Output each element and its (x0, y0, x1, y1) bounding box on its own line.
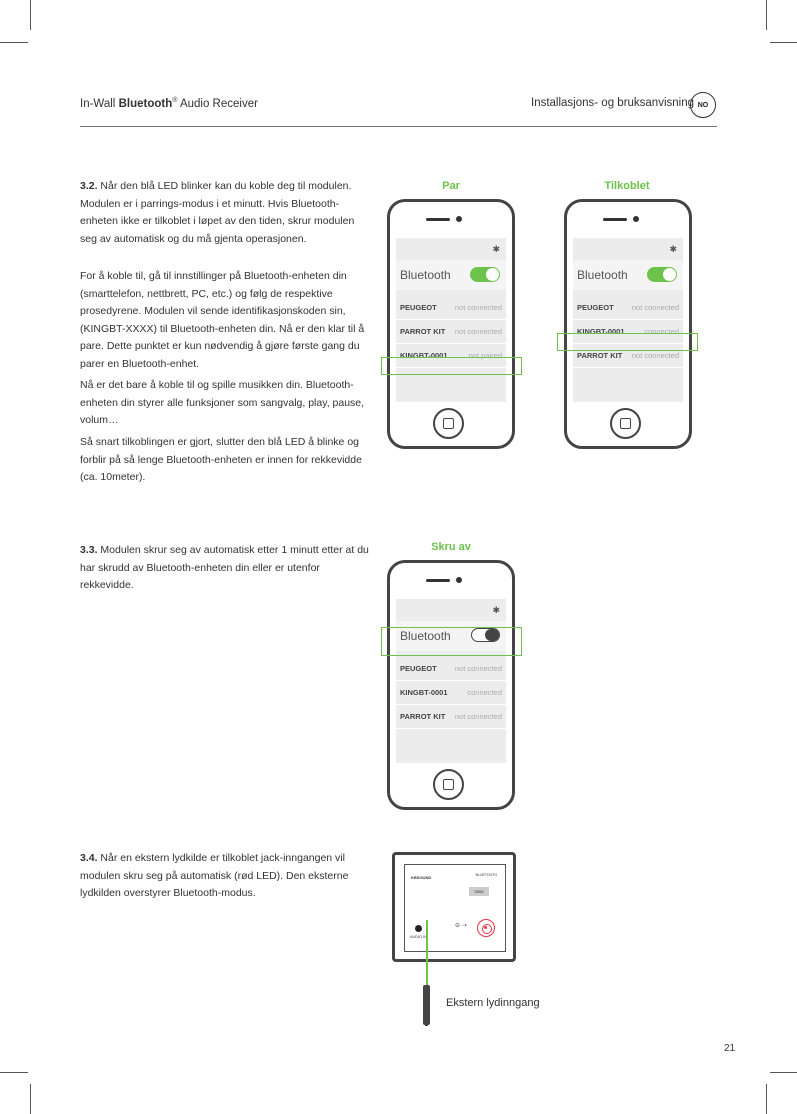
bluetooth-toggle-on (470, 267, 500, 282)
speaker-icon (426, 218, 450, 221)
device-row: PEUGEOT not connected (396, 657, 506, 681)
bluetooth-label: Bluetooth (577, 268, 628, 282)
device-row: PARROT KIT not connected (396, 320, 506, 344)
phone-label-tilkoblet: Tilkoblet (604, 180, 650, 192)
phone-screen: ✱ Bluetooth PEUGEOT not connected PARROT … (396, 238, 506, 402)
section-3-2-pairing: For å koble til, gå til innstillinger på… (80, 270, 365, 370)
external-input-label: Ekstern lydinngang (446, 997, 540, 1009)
device-status: not connected (454, 327, 502, 336)
device-row: KINGBT-0001 connected (573, 320, 683, 344)
device-status: not paired (468, 351, 502, 360)
device-status: not connected (454, 712, 502, 721)
crop-mark (770, 42, 797, 43)
highlight-box (381, 357, 522, 375)
device-status: not connected (631, 303, 679, 312)
device-row: KINGBT-0001 not paired (396, 344, 506, 368)
bluetooth-icon: ✱ (669, 244, 677, 254)
document-header-subtitle: Installasjons- og bruksanvisning (531, 97, 695, 109)
device-name: PARROT KIT (400, 712, 446, 721)
bluetooth-toggle-on (647, 267, 677, 282)
receiver-faceplate: KBSOUND BLUETOOTH 2003 AUDIO IN ⊝ ⇢ (404, 864, 506, 952)
camera-icon (633, 216, 639, 222)
cable-highlight-line (426, 920, 428, 990)
section-3-2-connected: Så snart tilkoblingen er gjort, slutter … (80, 436, 362, 484)
device-name: PARROT KIT (577, 351, 623, 360)
device-row: PARROT KIT not connected (396, 705, 506, 729)
bluetooth-label: Bluetooth (400, 629, 451, 643)
phone-label-skru-av: Skru av (431, 541, 471, 553)
device-name: KINGBT-0001 (577, 327, 625, 336)
speaker-icon (603, 218, 627, 221)
receiver-model: 2003 (469, 887, 489, 896)
jack-plug-tip (425, 1020, 428, 1026)
device-row: KINGBT-0001 connected (396, 681, 506, 705)
device-status: connected (644, 327, 679, 336)
phone-screen: ✱ Bluetooth PEUGEOT not connected KINGBT-… (573, 238, 683, 402)
device-name: KINGBT-0001 (400, 351, 448, 360)
bluetooth-icon: ✱ (492, 605, 500, 615)
highlight-box (557, 333, 698, 351)
phone-label-par: Par (442, 180, 460, 192)
bluetooth-setting-row: Bluetooth (396, 260, 506, 290)
device-name: PEUGEOT (400, 664, 437, 673)
section-3-2-play: Nå er det bare å koble til og spille mus… (80, 379, 365, 427)
home-button-icon (433, 769, 464, 800)
crop-mark (766, 0, 767, 30)
section-3-2-intro: 3.2. Når den blå LED blinker kan du kobl… (80, 180, 355, 245)
receiver-brand: KBSOUND (411, 875, 432, 880)
device-row: PEUGEOT not connected (396, 296, 506, 320)
phone-skru-av: ✱ Bluetooth PEUGEOT not connected KINGBT-… (387, 560, 515, 810)
header-divider (80, 126, 717, 127)
receiver-pair-label: BLUETOOTH (475, 873, 497, 877)
device-name: KINGBT-0001 (400, 688, 448, 697)
audio-in-label: AUDIO IN (410, 935, 427, 939)
phone-tilkoblet: ✱ Bluetooth PEUGEOT not connected KINGBT-… (564, 199, 692, 449)
bluetooth-setting-row: Bluetooth (396, 621, 506, 651)
led-indicator-icon (477, 919, 495, 937)
document-header-title: In-Wall Bluetooth® Audio Receiver (80, 97, 258, 110)
speaker-icon (426, 579, 450, 582)
crop-mark (0, 1072, 28, 1073)
audio-jack-icon (415, 925, 422, 932)
jack-plug-icon (423, 985, 430, 1025)
led-dot (484, 926, 487, 929)
device-status: not connected (454, 664, 502, 673)
section-3-4-text: 3.4. Når en ekstern lydkilde er tilkoble… (80, 852, 349, 900)
device-row: PARROT KIT not connected (573, 344, 683, 368)
bluetooth-label: Bluetooth (400, 268, 451, 282)
crop-mark (766, 1084, 767, 1114)
camera-icon (456, 216, 462, 222)
home-button-icon (610, 408, 641, 439)
crop-mark (30, 0, 31, 30)
device-status: not connected (454, 303, 502, 312)
phone-par: ✱ Bluetooth PEUGEOT not connected PARROT … (387, 199, 515, 449)
device-name: PEUGEOT (577, 303, 614, 312)
crop-mark (30, 1084, 31, 1114)
highlight-box (381, 627, 522, 656)
section-3-3-text: 3.3. Modulen skrur seg av automatisk ett… (80, 544, 369, 592)
device-status: not connected (631, 351, 679, 360)
bluetooth-toggle-off (471, 628, 500, 642)
device-status: connected (467, 688, 502, 697)
bluetooth-icon: ✱ (492, 244, 500, 254)
device-name: PARROT KIT (400, 327, 446, 336)
home-button-icon (433, 408, 464, 439)
crop-mark (770, 1072, 797, 1073)
device-name: PEUGEOT (400, 303, 437, 312)
bluetooth-setting-row: Bluetooth (573, 260, 683, 290)
page-number: 21 (724, 1043, 736, 1054)
usb-icon: ⊝ ⇢ (455, 923, 467, 929)
device-row: PEUGEOT not connected (573, 296, 683, 320)
crop-mark (0, 42, 28, 43)
camera-icon (456, 577, 462, 583)
phone-screen: ✱ Bluetooth PEUGEOT not connected KINGBT-… (396, 599, 506, 763)
language-badge: NO (690, 92, 716, 118)
audio-receiver-module: KBSOUND BLUETOOTH 2003 AUDIO IN ⊝ ⇢ (392, 852, 516, 962)
